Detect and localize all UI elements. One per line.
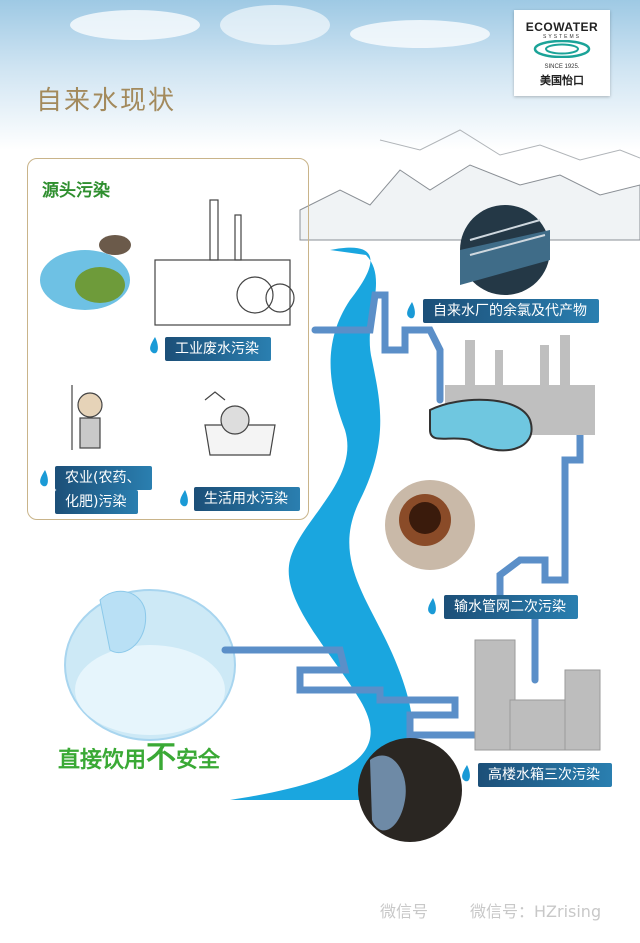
water-pool [429, 398, 533, 452]
page-title: 自来水现状 [36, 86, 177, 116]
water-plant-photo [460, 205, 550, 295]
logo-subtitle: SYSTEMS [543, 34, 581, 40]
cloud [70, 10, 200, 40]
bathtub-illustration [204, 391, 276, 456]
water-drop-icons [40, 302, 470, 782]
rusty-pipe-photo [385, 480, 475, 570]
watermark-2: 微信号：HZrising [470, 902, 602, 921]
headline-part1: 直接 [58, 748, 103, 773]
tag-agricultural-line1: 农业(农药、 [55, 466, 153, 490]
river [230, 247, 414, 801]
headline-drinking-unsafe: 直接饮用不安全 [58, 732, 220, 776]
cloud [350, 20, 490, 48]
logo-region: 美国怡口 [540, 74, 584, 87]
mountain-range [299, 129, 640, 241]
ecowater-logo: ECOWATER SYSTEMS SINCE 1925. 美国怡口 [514, 10, 610, 96]
earth-pollution-illustration [40, 235, 131, 310]
water-drop-figure [64, 589, 236, 741]
source-pollution-box [27, 158, 309, 520]
farmer-illustration [71, 385, 103, 450]
source-pollution-title: 源头污染 [42, 181, 110, 201]
tag-industrial-wastewater: 工业废水污染 [165, 337, 271, 361]
logo-since: SINCE 1925. [544, 64, 580, 70]
industrial-illustration [154, 199, 295, 326]
headline-part4: 安全 [176, 748, 221, 773]
wave-logo-icon [533, 39, 591, 59]
tag-pipe-network: 输水管网二次污染 [444, 595, 578, 619]
tag-domestic-water: 生活用水污染 [194, 487, 300, 511]
tag-building-tank: 高楼水箱三次污染 [478, 763, 612, 787]
tag-agricultural-line2: 化肥)污染 [55, 490, 139, 514]
cloud [220, 5, 330, 45]
headline-part2: 饮用 [102, 748, 147, 773]
tag-water-plant: 自来水厂的余氯及代产物 [423, 299, 599, 323]
watermark-1: 微信号 [380, 902, 429, 921]
water-tank-photo [358, 738, 462, 842]
city-buildings [474, 639, 601, 751]
logo-brand: ECOWATER [525, 20, 599, 34]
pipeline-lower [221, 646, 524, 739]
headline-part3: 不 [146, 740, 177, 775]
